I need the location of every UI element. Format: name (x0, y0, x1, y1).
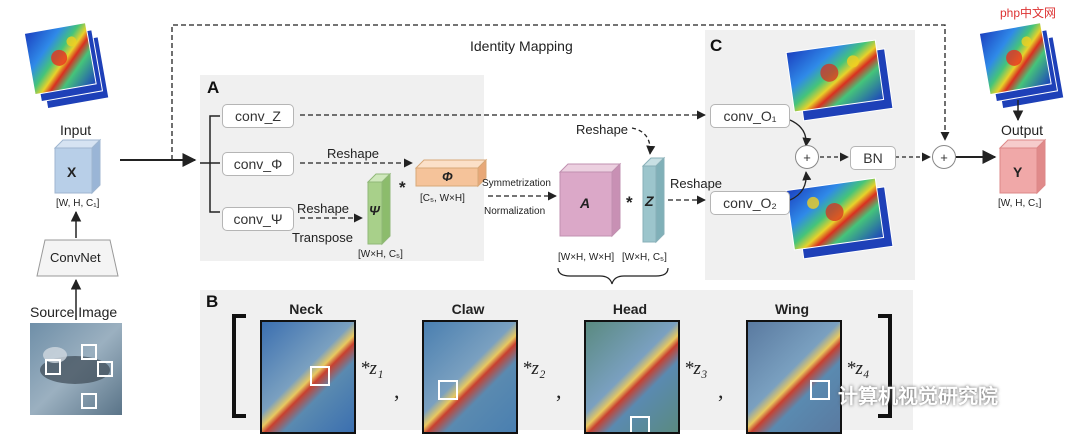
psi-cube (366, 172, 392, 246)
attention-highlight-box (438, 380, 458, 400)
phi-cube (414, 158, 488, 188)
a-dims: [W×H, W×H] (558, 252, 615, 263)
attention-map-0 (260, 320, 356, 434)
panel-a-letter: A (207, 78, 220, 97)
reshape-z-label: Reshape (576, 122, 629, 137)
coefficient-1: *z₂ (522, 358, 546, 379)
star-a-z: * (626, 193, 633, 212)
attention-title-0: Neck (289, 301, 323, 317)
bn-box: BN (850, 146, 896, 170)
source-image-photo (30, 323, 122, 415)
attention-title-2: Head (612, 301, 648, 317)
z-dims: [W×H, C₅] (622, 252, 667, 263)
attention-map-3 (746, 320, 842, 434)
convnet-shape (36, 239, 119, 277)
output-cube (998, 138, 1047, 195)
psi-var: Ψ (369, 203, 380, 218)
attention-title-1: Claw (451, 301, 485, 317)
symmetrization-label: Symmetrization (482, 178, 551, 189)
coefficient-2: *z₃ (684, 358, 708, 379)
input-var: X (67, 164, 77, 180)
attention-map-1 (422, 320, 518, 434)
panel-c-letter: C (710, 36, 723, 55)
right-bracket (878, 314, 892, 418)
output-dims: [W, H, C₁] (998, 198, 1042, 209)
normalization-label: Normalization (484, 206, 546, 217)
star-psi-phi: * (399, 178, 406, 197)
sum-node-outer: + (932, 145, 956, 169)
psi-dims: [W×H, C₅] (358, 249, 403, 260)
conv-o1-feature-maps (785, 39, 894, 122)
input-dims: [W, H, C₁] (56, 198, 100, 209)
conv-o2-box: conv_O₂ (710, 191, 790, 215)
panel-b-letter: B (206, 292, 219, 311)
reshape-psi-label: Reshape (297, 201, 350, 216)
attention-highlight-box (810, 380, 830, 400)
input-cube (53, 138, 102, 195)
attention-highlight-box (630, 416, 650, 432)
left-bracket (232, 314, 246, 418)
transpose-label: Transpose (292, 230, 353, 245)
a-cube (558, 162, 622, 238)
reshape-out-label: Reshape (670, 176, 723, 191)
phi-var: Φ (442, 169, 453, 184)
watermark-site: php中文网 (1000, 6, 1057, 20)
attention-title-3: Wing (774, 301, 810, 317)
identity-mapping-label: Identity Mapping (470, 38, 573, 54)
output-feature-maps (978, 22, 1065, 110)
watermark-wechat: 计算机视觉研究院 (838, 386, 998, 408)
separator-2: , (718, 378, 724, 403)
separator-1: , (556, 378, 562, 403)
z-cube (641, 156, 666, 244)
source-image-label: Source Image (30, 304, 118, 320)
separator-0: , (394, 378, 400, 403)
output-label: Output (1001, 122, 1044, 138)
attention-map-2 (584, 320, 680, 434)
conv-phi-box: conv_Φ (222, 152, 294, 176)
output-var: Y (1013, 164, 1023, 180)
a-var: A (580, 195, 591, 211)
phi-dims: [C₅, W×H] (420, 193, 465, 204)
conv-o1-box: conv_O₁ (710, 104, 790, 128)
conv-z-box: conv_Z (222, 104, 294, 128)
sum-node-inner: + (795, 145, 819, 169)
coefficient-0: *z₁ (360, 358, 384, 379)
convnet-label: ConvNet (50, 250, 101, 265)
input-label: Input (60, 122, 92, 138)
conv-psi-box: conv_Ψ (222, 207, 294, 231)
reshape-phi-label: Reshape (327, 146, 380, 161)
input-feature-maps (23, 22, 110, 110)
attention-highlight-box (310, 366, 330, 386)
coefficient-3: *z₄ (846, 358, 870, 379)
z-var: Z (645, 193, 654, 209)
conv-o2-feature-maps (785, 177, 894, 260)
